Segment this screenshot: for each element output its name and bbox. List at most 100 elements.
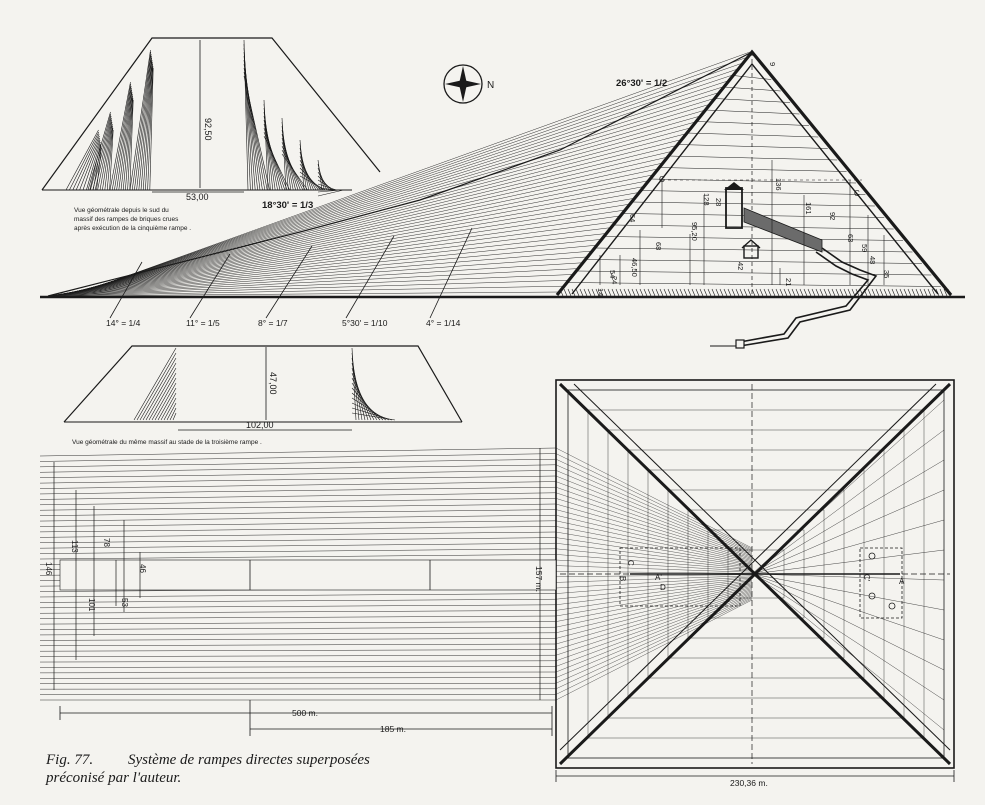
pyramid-dimension-label: 59 [860,244,869,252]
south-hatch-line [129,99,134,191]
ground-hatch-line [835,288,840,297]
south-hatch-line [116,87,132,191]
south-hatch-line [317,183,337,191]
plan-ramp-line [555,581,753,611]
plan-ramp-line [39,475,557,484]
ground-hatch-line [703,288,708,297]
plan-ramp-line [555,453,753,550]
queens-chamber [743,245,759,259]
ramp-layer-line [65,186,644,294]
plan-ramp-line [39,526,557,533]
ground-hatch-line [943,288,948,297]
pyramid-course [677,144,828,149]
plan-letter: B [618,576,627,581]
third-hatch-line [351,412,396,421]
pyramid-course [668,155,838,161]
plan-course-ray [751,573,945,581]
ramp-layer-line [51,268,579,296]
ground-hatch-line [791,288,796,297]
plan-ramp-line [555,594,753,673]
south-hatch-line [79,137,100,191]
ground-hatch-line [811,288,816,297]
ramp-layers [47,51,753,319]
plan-letter: A' [655,573,662,582]
pyramid-dimension-label: 21 [784,278,793,286]
pyramid-dimension-label: 14 [596,288,605,296]
south-hatch-line [134,53,152,191]
plan-course-ray [751,573,945,641]
pyramid-course [696,121,809,126]
north-label: N [487,80,494,91]
pyramid-dimension-label: 136 [774,178,783,191]
ground-hatch-line [579,288,584,297]
ground-hatch-line [739,288,744,297]
ramp-layer-line [83,81,727,291]
plan-ramp-line [39,470,557,478]
ground-hatch-line [779,288,784,297]
ramp-layer-line [81,92,718,292]
ground-hatch-line [563,288,568,297]
ground-hatch-line [667,288,672,297]
ground-hatch-line [787,288,792,297]
third-view-outline [63,345,463,423]
ground-hatch-line [847,288,852,297]
plan-ramp-line [555,582,753,617]
plan-ramp-line [555,592,753,667]
south-hatch-line [243,67,266,191]
plan-ramp-line [39,447,557,457]
ramp-layer-line [56,239,602,295]
pyramid-dimension-label: 24 [610,276,619,284]
ramp-slope-label: 5°30' = 1/10 [342,318,388,328]
pyramid-course [594,247,913,253]
ground-hatch-line [831,288,836,297]
ground-hatch-line [755,288,760,297]
south-hatch-line [138,57,152,191]
south-hatch-line [99,121,113,191]
plan-ramp-line [39,531,557,538]
ramp-slope-label: 8° = 1/7 [258,318,288,328]
plan-ramp-line [555,585,753,633]
ramp-layer-line [60,215,621,295]
ramp-layer-line [47,291,561,297]
compass-rose: N [443,64,494,104]
south-hatch-line [114,85,132,191]
third-hatch-line [172,412,177,421]
ground-hatch-line [771,288,776,297]
plan-ramp-line [39,498,557,506]
south-hatch-line [263,127,286,191]
plan-ramp-line [555,571,753,574]
south-view-width: 53,00 [186,192,209,202]
plan-ramp-line [555,509,753,561]
ground-hatch-line [867,288,872,297]
pyramid-dimension-label: 161 [804,202,813,215]
ground-hatch-line [919,288,924,297]
third-hatch-line [163,397,177,421]
plan-ramp-line [39,514,557,522]
plan-ramp-line [39,638,557,641]
ramp-layer-line [72,145,676,293]
ground-hatch-line [783,288,788,297]
plan-ramp-line [39,486,557,495]
ground-hatch-line [711,288,716,297]
plan-ramp-line [39,598,557,603]
ground-hatch-line [895,288,900,297]
third-hatch-line [169,407,177,421]
plan-ramp-line [555,470,753,553]
plan-height-101: 101 [87,598,96,612]
pyramid-dimension-label: 128 [702,193,711,206]
ramp-slope-marker [345,235,395,319]
plan-course-ray [751,549,945,575]
plan-ramp-line [39,604,557,609]
ground-hatch-line [907,288,912,297]
section-letter: C [659,175,665,184]
south-hatch-line [72,133,100,191]
ground-hatch-line [775,288,780,297]
plan-ramp-line [39,626,557,630]
internal-chambers [710,182,878,349]
ground-hatch-line [619,288,624,297]
ground-hatch-line [595,288,600,297]
ground-hatch-line [927,288,932,297]
plan-ramp-line [39,464,557,473]
third-hatch-line [136,352,177,421]
